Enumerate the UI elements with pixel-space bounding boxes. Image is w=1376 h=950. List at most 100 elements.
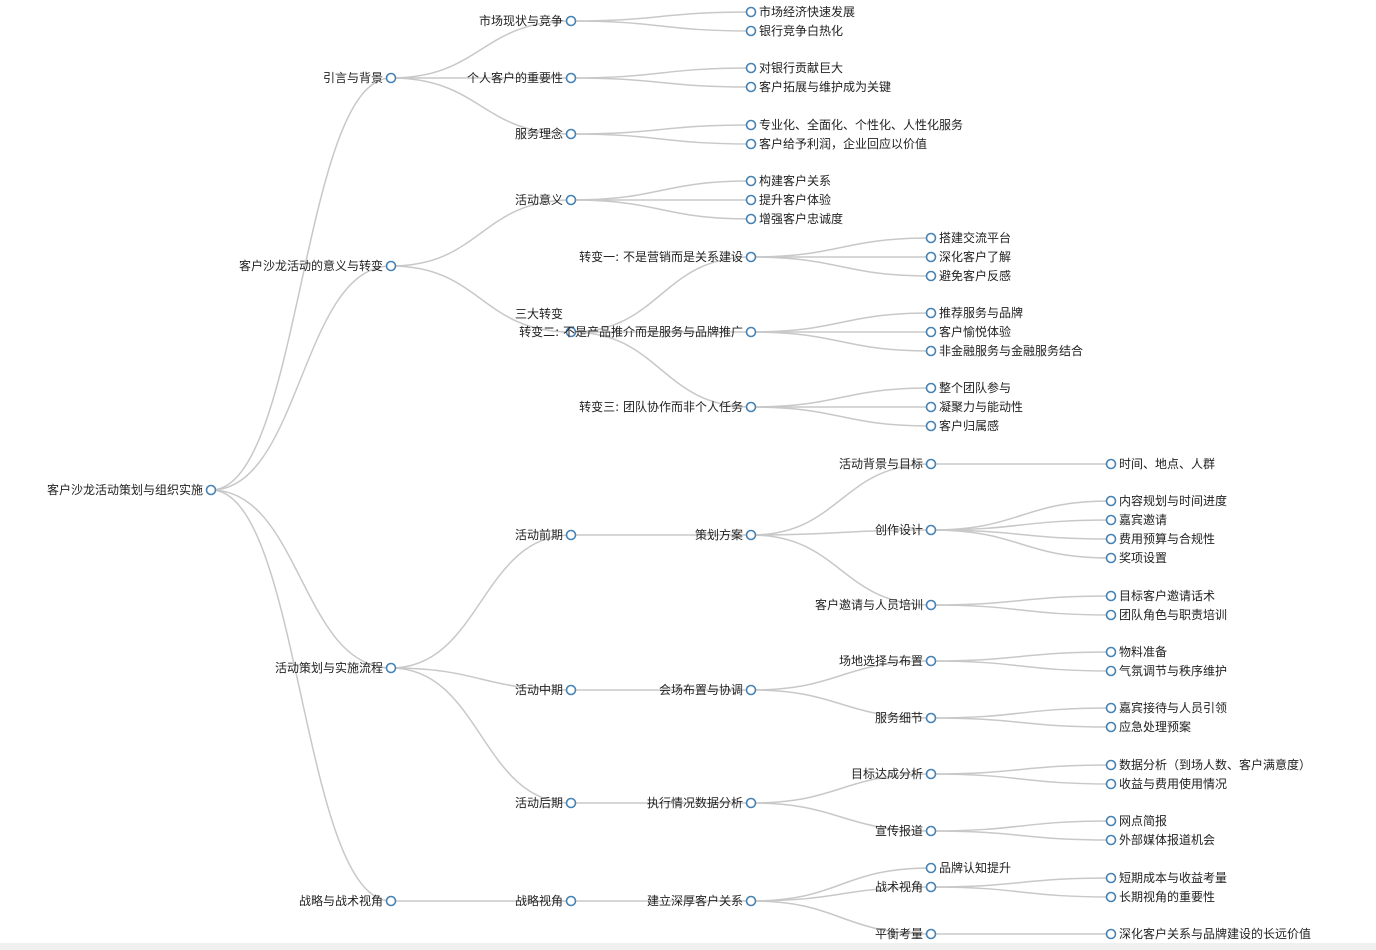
node-circle-icon[interactable] [745, 684, 757, 696]
leaf-node[interactable]: 费用预算与合规性 [1105, 531, 1216, 546]
branch-node[interactable]: 活动策划与实施流程 [275, 660, 397, 675]
branch-node[interactable]: 场地选择与布置 [839, 654, 937, 668]
leaf-node[interactable]: 避免客户反感 [925, 268, 1012, 283]
node-circle-icon[interactable] [1105, 928, 1117, 940]
branch-node[interactable]: 客户沙龙活动的意义与转变 [239, 258, 397, 273]
node-circle-icon[interactable] [1105, 514, 1117, 526]
node-circle-icon[interactable] [925, 599, 937, 611]
leaf-node[interactable]: 时间、地点、人群 [1105, 457, 1216, 471]
branch-node[interactable]: 执行情况数据分析 [647, 795, 757, 810]
leaf-node[interactable]: 推荐服务与品牌 [925, 305, 1024, 320]
node-circle-icon[interactable] [745, 138, 757, 150]
leaf-node[interactable]: 应急处理预案 [1105, 719, 1192, 734]
node-circle-icon[interactable] [205, 484, 217, 496]
node-circle-icon[interactable] [1105, 834, 1117, 846]
leaf-node[interactable]: 团队角色与职责培训 [1105, 607, 1228, 622]
leaf-node[interactable]: 目标客户邀请话术 [1105, 588, 1216, 603]
node-circle-icon[interactable] [565, 72, 577, 84]
leaf-node[interactable]: 嘉宾接待与人员引领 [1105, 700, 1228, 715]
node-circle-icon[interactable] [925, 307, 937, 319]
branch-node[interactable]: 宣传报道 [875, 823, 937, 838]
branch-node[interactable]: 转变一: 不是营销而是关系建设 [579, 249, 757, 264]
node-circle-icon[interactable] [565, 529, 577, 541]
node-circle-icon[interactable] [1105, 759, 1117, 771]
node-circle-icon[interactable] [745, 194, 757, 206]
node-circle-icon[interactable] [925, 712, 937, 724]
node-circle-icon[interactable] [565, 194, 577, 206]
horizontal-scrollbar[interactable] [0, 943, 1376, 950]
node-circle-icon[interactable] [925, 232, 937, 244]
branch-node[interactable]: 策划方案 [695, 527, 757, 542]
node-circle-icon[interactable] [745, 175, 757, 187]
node-circle-icon[interactable] [925, 251, 937, 263]
leaf-node[interactable]: 外部媒体报道机会 [1105, 832, 1216, 847]
branch-node[interactable]: 三大转变 [515, 306, 577, 338]
node-circle-icon[interactable] [565, 15, 577, 27]
node-circle-icon[interactable] [1105, 495, 1117, 507]
branch-node[interactable]: 个人客户的重要性 [467, 70, 577, 85]
node-circle-icon[interactable] [745, 6, 757, 18]
leaf-node[interactable]: 数据分析（到场人数、客户满意度） [1105, 757, 1312, 772]
node-circle-icon[interactable] [925, 401, 937, 413]
node-circle-icon[interactable] [925, 458, 937, 470]
node-circle-icon[interactable] [925, 655, 937, 667]
branch-node[interactable]: 服务细节 [875, 710, 937, 725]
branch-node[interactable]: 建立深厚客户关系 [647, 893, 757, 908]
leaf-node[interactable]: 品牌认知提升 [925, 860, 1012, 875]
leaf-node[interactable]: 客户拓展与维护成为关键 [745, 79, 892, 94]
node-circle-icon[interactable] [1105, 778, 1117, 790]
node-circle-icon[interactable] [1105, 815, 1117, 827]
node-circle-icon[interactable] [925, 524, 937, 536]
leaf-node[interactable]: 银行竞争白热化 [745, 23, 844, 38]
node-circle-icon[interactable] [745, 62, 757, 74]
node-circle-icon[interactable] [925, 768, 937, 780]
leaf-node[interactable]: 整个团队参与 [925, 380, 1012, 395]
node-circle-icon[interactable] [385, 72, 397, 84]
leaf-node[interactable]: 嘉宾邀请 [1105, 512, 1168, 527]
leaf-node[interactable]: 构建客户关系 [745, 173, 832, 188]
leaf-node[interactable]: 长期视角的重要性 [1105, 889, 1216, 904]
node-circle-icon[interactable] [385, 895, 397, 907]
branch-node[interactable]: 战术视角 [875, 879, 937, 894]
node-circle-icon[interactable] [565, 326, 577, 338]
leaf-node[interactable]: 收益与费用使用情况 [1105, 776, 1228, 791]
node-circle-icon[interactable] [745, 119, 757, 131]
node-circle-icon[interactable] [1105, 533, 1117, 545]
node-circle-icon[interactable] [925, 881, 937, 893]
node-circle-icon[interactable] [745, 25, 757, 37]
branch-node[interactable]: 服务理念 [515, 126, 577, 141]
leaf-node[interactable]: 深化客户关系与品牌建设的长远价值 [1105, 926, 1312, 941]
node-circle-icon[interactable] [1105, 665, 1117, 677]
leaf-node[interactable]: 搭建交流平台 [925, 230, 1012, 245]
branch-node[interactable]: 战略与战术视角 [299, 893, 397, 908]
node-circle-icon[interactable] [925, 862, 937, 874]
leaf-node[interactable]: 内容规划与时间进度 [1105, 493, 1228, 508]
leaf-node[interactable]: 奖项设置 [1105, 551, 1168, 565]
node-circle-icon[interactable] [925, 345, 937, 357]
node-circle-icon[interactable] [385, 662, 397, 674]
node-circle-icon[interactable] [1105, 702, 1117, 714]
branch-node[interactable]: 活动意义 [515, 192, 577, 207]
node-circle-icon[interactable] [565, 128, 577, 140]
branch-node[interactable]: 活动前期 [515, 527, 577, 542]
node-circle-icon[interactable] [1105, 552, 1117, 564]
node-circle-icon[interactable] [925, 270, 937, 282]
node-circle-icon[interactable] [745, 251, 757, 263]
branch-node[interactable]: 活动后期 [515, 796, 577, 810]
node-circle-icon[interactable] [745, 81, 757, 93]
node-circle-icon[interactable] [925, 928, 937, 940]
node-circle-icon[interactable] [745, 213, 757, 225]
branch-node[interactable]: 平衡考量 [875, 927, 937, 941]
node-circle-icon[interactable] [745, 797, 757, 809]
node-circle-icon[interactable] [565, 684, 577, 696]
branch-node[interactable]: 市场现状与竞争 [479, 13, 577, 28]
leaf-node[interactable]: 客户归属感 [925, 418, 1000, 433]
node-circle-icon[interactable] [1105, 609, 1117, 621]
branch-node[interactable]: 客户邀请与人员培训 [815, 597, 937, 612]
leaf-node[interactable]: 对银行贡献巨大 [745, 60, 844, 75]
leaf-node[interactable]: 凝聚力与能动性 [925, 399, 1024, 414]
node-circle-icon[interactable] [925, 382, 937, 394]
branch-node[interactable]: 创作设计 [875, 523, 937, 537]
node-circle-icon[interactable] [565, 797, 577, 809]
node-circle-icon[interactable] [1105, 891, 1117, 903]
